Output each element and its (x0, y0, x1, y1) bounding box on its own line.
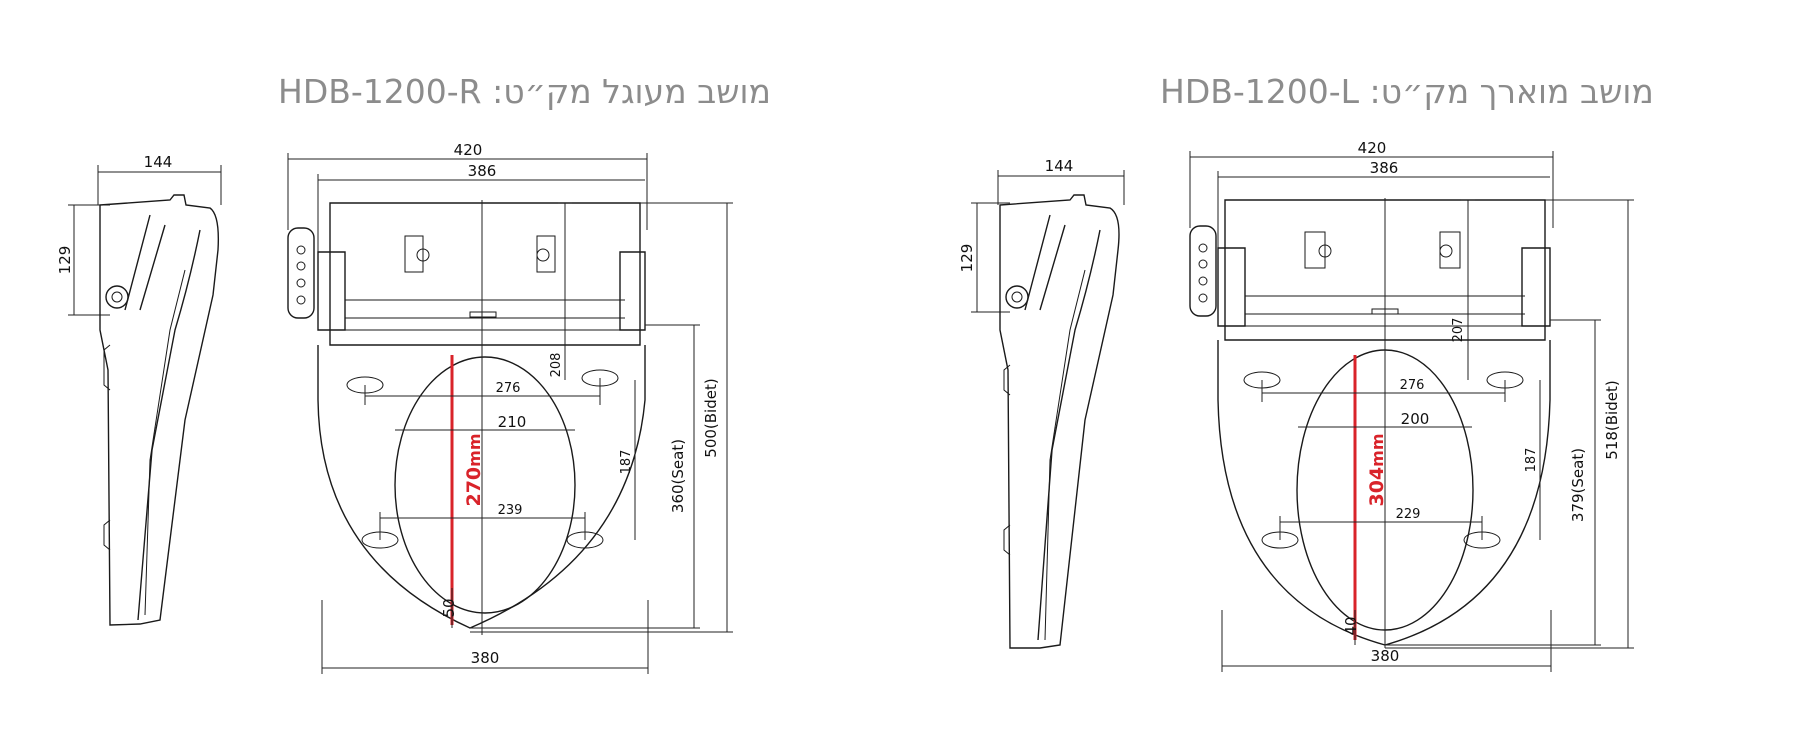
elongated-dim-200-label: 200 (1401, 410, 1430, 428)
round-dim-239-label: 239 (498, 503, 523, 518)
round-side-view: 144 129 (56, 153, 222, 626)
round-front-view: 420 386 270mm (287, 141, 733, 674)
elongated-bottom-width-label: 380 (1371, 647, 1400, 665)
elongated-dim-187-label: 187 (1524, 448, 1539, 473)
elongated-total-width-label: 420 (1358, 139, 1387, 157)
elongated-front-view: 420 386 304mm 276 200 229 (1189, 139, 1634, 672)
round-depth-label: 208 (549, 353, 564, 378)
elongated-seat-length-label: 379(Seat) (1569, 448, 1587, 522)
round-inner-width-label: 386 (468, 162, 497, 180)
round-total-width-label: 420 (454, 141, 483, 159)
elongated-bidet-length-label: 518(Bidet) (1603, 380, 1621, 459)
elongated-dim-40-label: 40 (1342, 616, 1360, 635)
elongated-depth-label: 207 (1451, 318, 1466, 343)
elongated-side-width-label: 144 (1045, 157, 1074, 175)
round-bidet-length-label: 500(Bidet) (702, 378, 720, 457)
elongated-inner-width-label: 386 (1370, 159, 1399, 177)
round-side-width-label: 144 (144, 153, 173, 171)
round-seat-length-label: 360(Seat) (669, 439, 687, 513)
elongated-side-view: 144 129 (958, 157, 1125, 649)
round-dim-187-label: 187 (619, 450, 634, 475)
round-dim-276-label: 276 (496, 381, 521, 396)
round-dim-50-label: 50 (440, 598, 458, 617)
elongated-dim-276-label: 276 (1400, 378, 1425, 393)
elongated-opening-length-label: 304mm (1366, 433, 1388, 506)
round-bottom-width-label: 380 (471, 649, 500, 667)
elongated-side-height-label: 129 (958, 244, 976, 273)
round-side-height-label: 129 (56, 246, 74, 275)
round-dim-210-label: 210 (498, 413, 527, 431)
elongated-dim-229-label: 229 (1396, 507, 1421, 522)
round-opening-length-label: 270mm (463, 433, 485, 506)
